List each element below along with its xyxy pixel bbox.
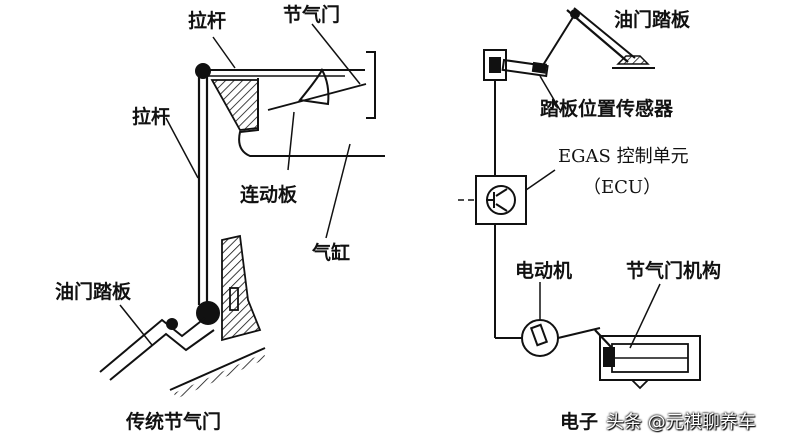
- cylinder-outline: [238, 78, 385, 157]
- label-throttle-mechanism: 节气门机构: [626, 260, 722, 282]
- label-accelerator-pedal-right: 油门踏板: [614, 9, 691, 31]
- label-accelerator-pedal-left: 油门踏板: [55, 281, 132, 303]
- pedal-pivot: [196, 301, 220, 325]
- label-pull-rod-side: 拉杆: [132, 106, 171, 128]
- watermark: 头条 @元祺聊养车: [606, 412, 756, 433]
- label-throttle-valve: 节气门: [283, 4, 341, 26]
- label-cylinder: 气缸: [312, 242, 351, 264]
- top-pivot: [195, 63, 211, 79]
- label-pedal-position-sensor: 踏板位置传感器: [540, 98, 674, 120]
- traditional-throttle-drawing: [99, 23, 385, 399]
- firewall: [221, 234, 262, 342]
- caption-traditional-throttle: 传统节气门: [126, 411, 222, 433]
- accelerator-pedal-left: [99, 317, 206, 373]
- ecu-box: [475, 175, 527, 225]
- caption-electronic-throttle: 电子: [560, 411, 599, 433]
- hatched-plate: [210, 79, 259, 131]
- label-linkage-plate: 连动板: [240, 184, 298, 206]
- electronic-throttle-drawing: [458, 7, 701, 390]
- throttle-mechanism: [594, 329, 701, 390]
- throttle-blade: [298, 67, 330, 106]
- label-egas-control-unit: EGAS 控制单元: [558, 146, 689, 167]
- throttle-housing: [366, 51, 376, 119]
- label-pull-rod-top: 拉杆: [188, 10, 227, 32]
- label-electric-motor: 电动机: [515, 260, 573, 282]
- accelerator-pedal-right: [566, 9, 629, 63]
- label-ecu: （ECU）: [583, 177, 662, 198]
